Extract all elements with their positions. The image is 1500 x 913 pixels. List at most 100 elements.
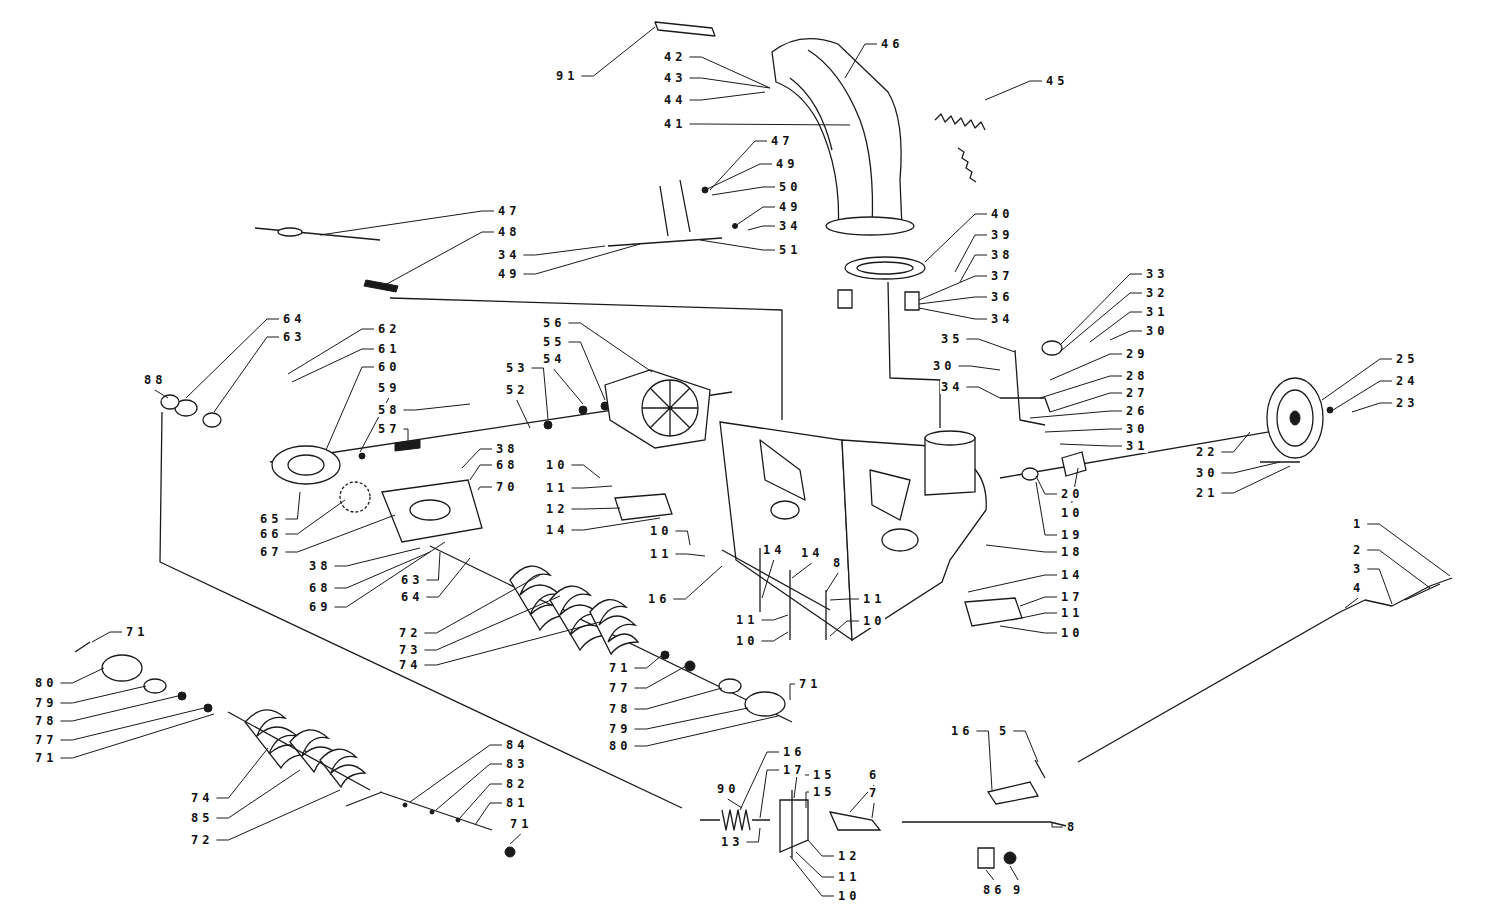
leader-line bbox=[554, 369, 583, 404]
callout-number: 20 bbox=[1060, 487, 1083, 501]
callout-number: 42 bbox=[663, 50, 686, 64]
callout-number: 72 bbox=[190, 833, 213, 847]
chute-rib bbox=[808, 50, 873, 228]
housing-window bbox=[760, 440, 910, 520]
callout-number: 10 bbox=[735, 634, 758, 648]
rod bbox=[700, 819, 770, 820]
callout-number: 71 bbox=[509, 817, 532, 831]
gearbox bbox=[272, 446, 340, 484]
leader-line bbox=[966, 387, 1000, 398]
leader-line bbox=[792, 563, 812, 578]
callout-number: 37 bbox=[990, 269, 1013, 283]
callout-number: 12 bbox=[837, 849, 860, 863]
leader-line bbox=[292, 349, 374, 382]
callout-number: 47 bbox=[770, 134, 793, 148]
bolt bbox=[456, 818, 460, 822]
callout-number: 33 bbox=[1145, 267, 1168, 281]
leader-line bbox=[334, 548, 420, 566]
leader-line bbox=[478, 487, 492, 490]
impeller bbox=[642, 380, 698, 436]
gear bbox=[340, 482, 370, 512]
callout-number: 52 bbox=[505, 383, 528, 397]
leader-line bbox=[326, 367, 374, 450]
gearbox-cover bbox=[410, 500, 450, 520]
leader-line bbox=[735, 207, 775, 226]
leader-line bbox=[762, 560, 774, 598]
leader-line bbox=[960, 255, 987, 282]
leader-line bbox=[634, 708, 748, 729]
callout-number: 71 bbox=[798, 677, 821, 691]
leader-line bbox=[830, 621, 859, 636]
leader-line bbox=[1036, 476, 1057, 494]
callout-number: 48 bbox=[497, 225, 520, 239]
leader-line bbox=[712, 187, 775, 195]
leader-lines bbox=[60, 27, 1450, 896]
leader-line bbox=[475, 803, 502, 825]
callout-number: 62 bbox=[377, 322, 400, 336]
leader-line bbox=[1221, 466, 1290, 493]
leader-line bbox=[1030, 411, 1122, 418]
leader-line bbox=[826, 573, 838, 592]
callout-number: 30 bbox=[1125, 422, 1148, 436]
callout-number: 11 bbox=[1060, 606, 1083, 620]
leader-line bbox=[60, 714, 214, 758]
bearing bbox=[178, 692, 186, 700]
nut bbox=[505, 847, 515, 857]
callout-number: 83 bbox=[505, 757, 528, 771]
callout-number: 71 bbox=[608, 661, 631, 675]
group-line bbox=[390, 298, 782, 420]
callout-number: 5 bbox=[998, 724, 1010, 738]
leader-line bbox=[1020, 597, 1057, 606]
bearing bbox=[1022, 468, 1038, 480]
leader-line bbox=[285, 515, 395, 552]
callout-number: 85 bbox=[190, 811, 213, 825]
callout-number: 68 bbox=[308, 581, 331, 595]
callout-number: 44 bbox=[663, 93, 686, 107]
leader-line bbox=[845, 44, 877, 78]
leader-line bbox=[634, 656, 661, 668]
callout-number: 12 bbox=[545, 502, 568, 516]
callout-number: 6 bbox=[868, 768, 880, 782]
leader-line bbox=[385, 232, 494, 285]
callout-number: 11 bbox=[862, 592, 885, 606]
nut bbox=[1327, 407, 1333, 413]
callout-number: 32 bbox=[1145, 286, 1168, 300]
bearing-plate bbox=[1062, 452, 1086, 476]
callout-number: 4 bbox=[1352, 581, 1364, 595]
leader-line bbox=[796, 852, 834, 877]
callout-number: 71 bbox=[125, 625, 148, 639]
auger-flight bbox=[320, 749, 365, 787]
leader-line bbox=[919, 276, 987, 300]
callout-number: 80 bbox=[34, 676, 57, 690]
callout-number: 11 bbox=[837, 870, 860, 884]
leader-line bbox=[919, 308, 987, 319]
gearbox bbox=[288, 455, 324, 475]
leader-line bbox=[320, 211, 494, 235]
callout-number: 17 bbox=[782, 763, 805, 777]
cable bbox=[255, 228, 380, 240]
callout-number: 18 bbox=[1060, 545, 1083, 559]
callout-number: 68 bbox=[495, 458, 518, 472]
leader-line bbox=[60, 686, 146, 703]
callout-number: 14 bbox=[762, 543, 785, 557]
leader-line bbox=[1367, 569, 1392, 604]
callout-number: 2 bbox=[1352, 543, 1364, 557]
housing-hole bbox=[882, 529, 918, 551]
leader-line bbox=[728, 799, 742, 808]
leader-line bbox=[689, 78, 770, 88]
callout-number: 35 bbox=[940, 332, 963, 346]
leader-line bbox=[710, 141, 767, 190]
callout-number: 84 bbox=[505, 738, 528, 752]
callout-number: 82 bbox=[505, 777, 528, 791]
leader-line bbox=[634, 688, 722, 709]
callout-number: 50 bbox=[778, 180, 801, 194]
callout-number: 34 bbox=[497, 248, 520, 262]
leader-line bbox=[1040, 376, 1122, 398]
leader-line bbox=[460, 784, 502, 818]
leader-line bbox=[155, 390, 168, 398]
leader-line bbox=[403, 404, 470, 410]
leader-line bbox=[510, 834, 521, 844]
callout-number: 40 bbox=[990, 207, 1013, 221]
callout-number: 31 bbox=[1125, 439, 1148, 453]
callout-number: 55 bbox=[542, 335, 565, 349]
